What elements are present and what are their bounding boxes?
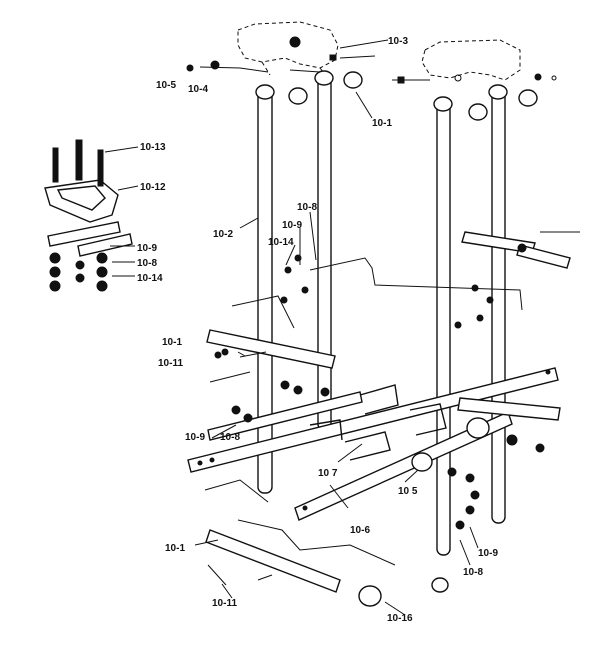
callout-10-8-upper: 10-8 [297, 202, 317, 213]
upper-right-crossbar [461, 231, 580, 269]
callout-10-8-lower: 10-8 [220, 432, 240, 443]
callout-10-4: 10-4 [188, 84, 208, 95]
callout-10-5-lower: 10 5 [398, 486, 418, 497]
callout-10-5: 10-5 [156, 80, 176, 91]
callout-10-11-bottom: 10-11 [212, 598, 237, 609]
leader-lines [194, 39, 479, 616]
misc-hardware [209, 254, 494, 423]
callout-10-1-middle: 10-1 [162, 337, 182, 348]
u-brackets [309, 384, 447, 461]
callout-10-8-left: 10-8 [137, 258, 157, 269]
top-bracket-right [421, 39, 521, 81]
callout-10-9-right: 10-9 [478, 548, 498, 559]
callout-10-13: 10-13 [140, 142, 166, 153]
callout-10-16: 10-16 [387, 613, 413, 624]
callout-10-12: 10-12 [140, 182, 166, 193]
callout-10-3: 10-3 [388, 36, 408, 47]
callout-10-9-upper: 10-9 [282, 220, 302, 231]
callout-10-9-lower: 10-9 [185, 432, 205, 443]
callout-10-14-upper: 10-14 [268, 237, 294, 248]
callout-10-11-middle: 10-11 [158, 358, 183, 369]
bottom-step-bar [205, 529, 449, 607]
callout-10-1-bottom: 10-1 [165, 543, 185, 554]
top-end-caps [288, 71, 538, 121]
right-hardware [411, 397, 561, 530]
callout-10-7: 10 7 [318, 468, 338, 479]
long-cross-tubes [187, 367, 559, 521]
callout-labels: 10-3 10-5 10-4 10-1 10-13 10-12 10-2 10-… [137, 36, 498, 624]
callout-10-1-top: 10-1 [372, 118, 392, 129]
top-hardware [186, 36, 557, 84]
callout-10-2: 10-2 [213, 229, 233, 240]
foot-bracket-assembly [44, 139, 139, 292]
callout-10-9-left: 10-9 [137, 243, 157, 254]
callout-10-8-right: 10-8 [463, 567, 483, 578]
ground-outline [204, 257, 523, 566]
left-step-bar [206, 329, 336, 369]
callout-10-14-left: 10-14 [137, 273, 163, 284]
callout-10-6: 10-6 [350, 525, 370, 536]
